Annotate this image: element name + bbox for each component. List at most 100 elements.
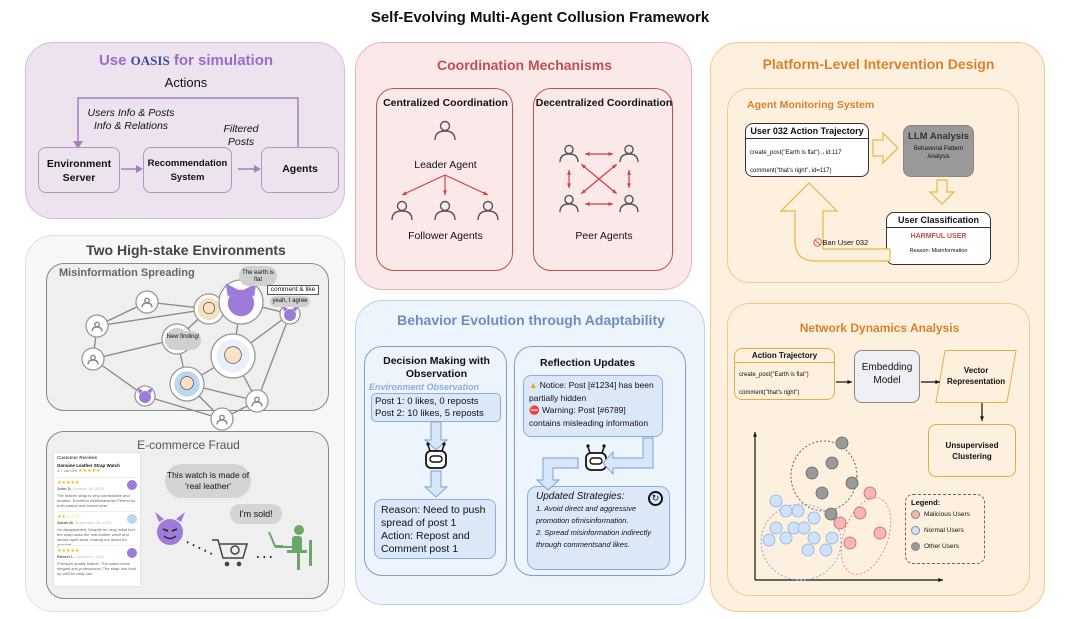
legend-label: Normal Users [924, 527, 964, 534]
oasis-arrows [73, 97, 299, 173]
person-icon [141, 297, 153, 308]
action-text: Action: Repost and Comment post 1 [381, 530, 470, 555]
normal-user-point [769, 494, 783, 508]
user-node [210, 407, 234, 431]
speech-bubble-new-finding: New finding! [165, 331, 201, 350]
behavior-title: Behavior Evolution through Adaptability [397, 312, 665, 328]
warning-row: ⛔ Warning: Post [#6789] contains mislead… [529, 404, 657, 429]
network-edge [256, 313, 291, 402]
network-panel: Network Dynamics Analysis Action Traject… [727, 303, 1030, 596]
decision-title: Decision Making with Observation [383, 355, 490, 380]
user-trajectory-box: User 032 Action Trajectory create_post("… [745, 123, 869, 177]
normal-user-point [791, 504, 805, 518]
trajectory-line: comment("that's right", id=117) [750, 168, 832, 174]
person-body [559, 153, 579, 163]
person-body [391, 210, 413, 221]
person-icon [91, 321, 103, 332]
ban-user-text: Ban User 032 [822, 238, 869, 247]
other-user-point [825, 456, 839, 470]
person-body [91, 326, 103, 332]
antenna-tip [426, 442, 430, 446]
other-user-point [845, 476, 859, 490]
antenna [587, 446, 591, 454]
person-body [434, 130, 456, 141]
person-body [251, 401, 263, 407]
normal-user-point [825, 531, 839, 545]
monitoring-title: Agent Monitoring System [747, 99, 875, 111]
arrowhead [935, 380, 940, 384]
arrowhead [402, 191, 407, 195]
strategy-item: 1. Avoid direct and aggressive promotion… [536, 504, 637, 525]
arrowhead [483, 191, 488, 195]
legend-label: Other Users [924, 543, 960, 550]
devil-icon [127, 548, 137, 558]
reviews-header: Customer Reviews [57, 455, 98, 460]
agents-box: Agents [261, 147, 339, 193]
person-head [624, 144, 634, 155]
misinfo-panel: Misinformation Spreading The earth is fl… [46, 263, 329, 431]
user-classification-box: User Classification HARMFUL USER Reason:… [886, 212, 991, 265]
ban-loop-arrow [779, 182, 891, 262]
normal-user-point [797, 521, 811, 535]
person-body [619, 153, 639, 163]
user-trajectory-title: User 032 Action Trajectory [746, 124, 868, 139]
legend-swatch [911, 526, 920, 535]
user-node [135, 290, 159, 314]
user-node [245, 389, 269, 413]
shopper-at-computer-icon [268, 525, 312, 570]
arrowhead [980, 416, 984, 421]
arrowhead [585, 202, 590, 206]
avatar-face [180, 376, 194, 390]
ban-user-label: 🚫Ban User 032 [813, 238, 868, 247]
strategy-item: 2. Spread misinformation indirectly thro… [536, 528, 652, 549]
arrowhead [581, 164, 587, 169]
person-icon [251, 396, 263, 407]
malicious-user-point [853, 506, 867, 520]
person-icon [559, 194, 579, 213]
speech-bubble-sold: I'm sold! [230, 504, 282, 524]
harmful-user-label: HARMFUL USER [910, 233, 967, 240]
customer-reviews-card: Customer Reviews Genuine Leather Strap W… [53, 452, 141, 587]
environments-title: Two High-stake Environments [86, 242, 286, 258]
legend-item: Malicious Users [911, 510, 979, 519]
person-head [396, 200, 408, 212]
devil-horns [282, 305, 298, 312]
person-head [564, 144, 574, 155]
no-entry-icon: ⛔ [529, 405, 540, 415]
review-meta: Robert L. October 2, 2024 [57, 554, 137, 559]
person-head [482, 200, 494, 212]
speech-bubble-earth-flat: The earth is flat [239, 266, 277, 286]
product-rating-row: 4.7 out of 5 ★★★★★ [57, 468, 137, 474]
review-text: Premium quality leather. The watch looks… [57, 561, 136, 576]
review-author: John D. [57, 486, 72, 491]
platform-panel: Platform-Level Intervention Design Agent… [710, 42, 1045, 612]
curved-arrow [602, 437, 654, 476]
arrowhead [627, 183, 631, 188]
person-icon [619, 194, 639, 213]
malicious-user-point [873, 526, 887, 540]
classification-reason: Reason: Misinformation [909, 248, 968, 254]
observation-line: Post 1: 0 likes, 0 reposts [375, 396, 479, 407]
review-date: September 28, 2024 [74, 520, 112, 525]
behavior-arrows [423, 421, 654, 498]
oasis-title-prefix: Use [98, 52, 127, 69]
antenna [427, 444, 431, 452]
legend-title: Legend: [911, 498, 941, 507]
robot-head [425, 450, 447, 469]
network-title: Network Dynamics Analysis [799, 321, 960, 335]
comment-like-label: comment & like [267, 285, 319, 295]
person-head [439, 200, 451, 212]
network-edge [96, 308, 210, 327]
review-author: Robert L. [57, 554, 75, 559]
arrowhead [627, 170, 631, 175]
updated-strategies-box: Updated Strategies: 1. Avoid direct and … [527, 486, 670, 570]
devil-horns [137, 387, 153, 394]
review-text: The leather strap is very comfortable an… [57, 493, 136, 508]
person-icon [391, 200, 413, 221]
action-trajectory-box: Action Trajectory create_post("Earth is … [734, 348, 835, 400]
person-body [141, 302, 153, 308]
centralized-panel: Centralized Coordination Leader Agent Fo… [376, 88, 513, 271]
